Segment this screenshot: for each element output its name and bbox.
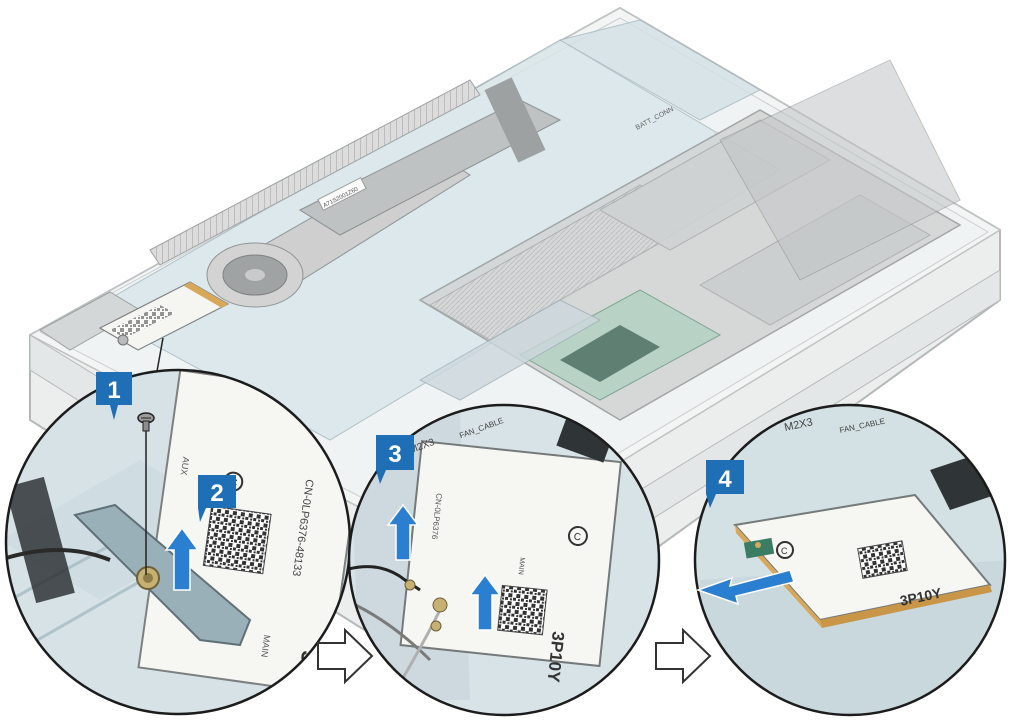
main-label-step3: MAIN [517,557,526,575]
detail-view-step-4: M2X3 FAN_CABLE 3P10Y C [693,403,1007,717]
step-badge-1: 1 [96,372,132,420]
screw-icon [137,412,155,575]
touchpad-board [418,289,722,401]
main-label-step1: MAIN [259,634,272,658]
aux-label-step1: AUX [179,456,191,476]
up-arrow-icon [164,526,200,591]
up-arrow-icon-main [468,573,502,631]
step-badge-4: 4 [706,460,744,508]
detail-view-step-1-2: C CN-0LP6376-48133 3P10Y AUX MAIN [4,368,352,716]
svg-text:C: C [573,532,581,544]
step-badge-3: 3 [376,435,414,484]
step-1-number: 1 [107,377,120,404]
step-3-number: 3 [388,441,401,468]
wwan-card-overview [98,281,230,351]
next-step-arrow-icon-2 [655,627,712,685]
m2x3-label-step4: M2X3 [783,416,814,434]
thermal-assembly [206,77,562,308]
left-arrow-icon [695,569,795,606]
step-4-number: 4 [718,466,732,493]
detail-view-step-3: 3P10Y CN-0LP6376 C MAIN M2X3 FAN_CABLE [347,403,661,717]
step-2-number: 2 [210,480,223,507]
step-badge-2: 2 [198,475,236,522]
svg-text:C: C [781,546,788,556]
vent-grille [149,79,481,266]
next-step-arrow-icon [317,627,374,685]
up-arrow-icon-aux [386,503,420,561]
